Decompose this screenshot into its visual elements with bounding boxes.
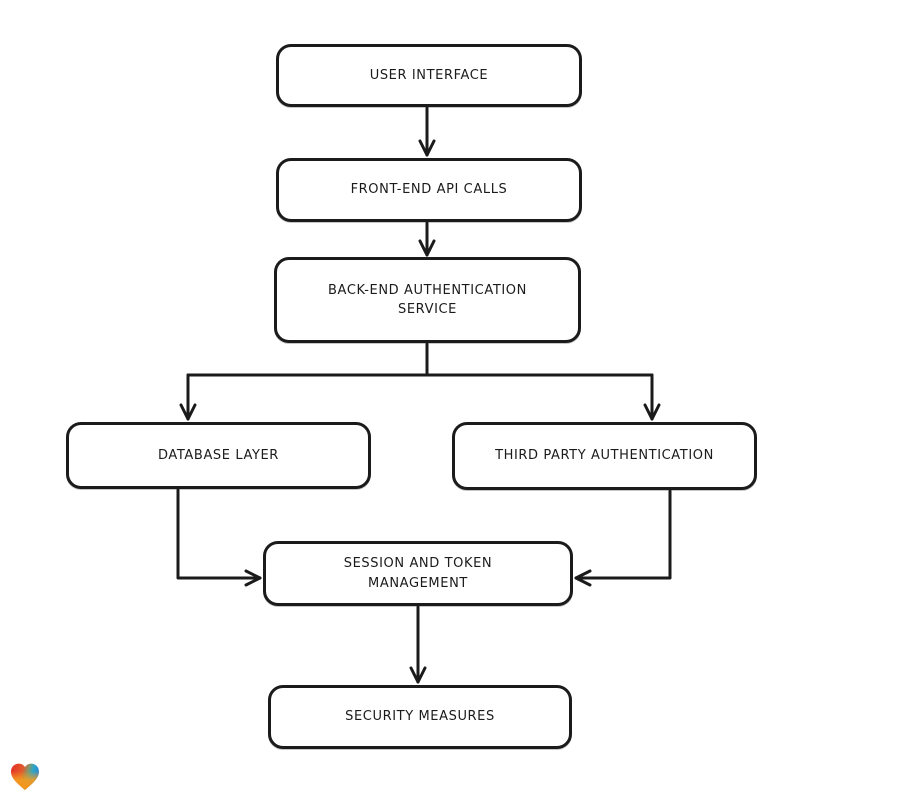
node-database-layer[interactable]: DATABASE LAYER xyxy=(66,422,371,489)
edge-third-party-to-session xyxy=(574,489,672,587)
node-back-end-auth-service[interactable]: BACK-END AUTHENTICATION SERVICE xyxy=(274,257,581,343)
node-front-end-api-calls-label: FRONT-END API CALLS xyxy=(350,182,508,198)
edge-database-to-session xyxy=(176,488,262,587)
edge-back-end-branch xyxy=(179,342,661,421)
node-security-measures[interactable]: SECURITY MEASURES xyxy=(268,685,572,749)
node-security-measures-label: SECURITY MEASURES xyxy=(345,709,495,725)
node-user-interface-label: USER INTERFACE xyxy=(369,67,489,83)
node-database-layer-label: DATABASE LAYER xyxy=(158,447,279,463)
node-third-party-auth-label: THIRD PARTY AUTHENTICATION xyxy=(495,448,714,464)
node-third-party-auth[interactable]: THIRD PARTY AUTHENTICATION xyxy=(452,422,757,490)
edge-user-interface-to-front-end xyxy=(418,106,436,157)
node-user-interface[interactable]: USER INTERFACE xyxy=(276,44,582,107)
node-front-end-api-calls[interactable]: FRONT-END API CALLS xyxy=(276,158,582,222)
edge-session-to-security xyxy=(409,605,427,684)
node-session-token-mgmt[interactable]: SESSION AND TOKEN MANAGEMENT xyxy=(263,541,573,606)
heart-logo-icon xyxy=(11,763,39,790)
edge-front-end-to-back-end xyxy=(418,221,436,257)
node-session-token-mgmt-label: SESSION AND TOKEN MANAGEMENT xyxy=(343,556,493,591)
node-back-end-auth-service-label: BACK-END AUTHENTICATION SERVICE xyxy=(328,282,527,318)
